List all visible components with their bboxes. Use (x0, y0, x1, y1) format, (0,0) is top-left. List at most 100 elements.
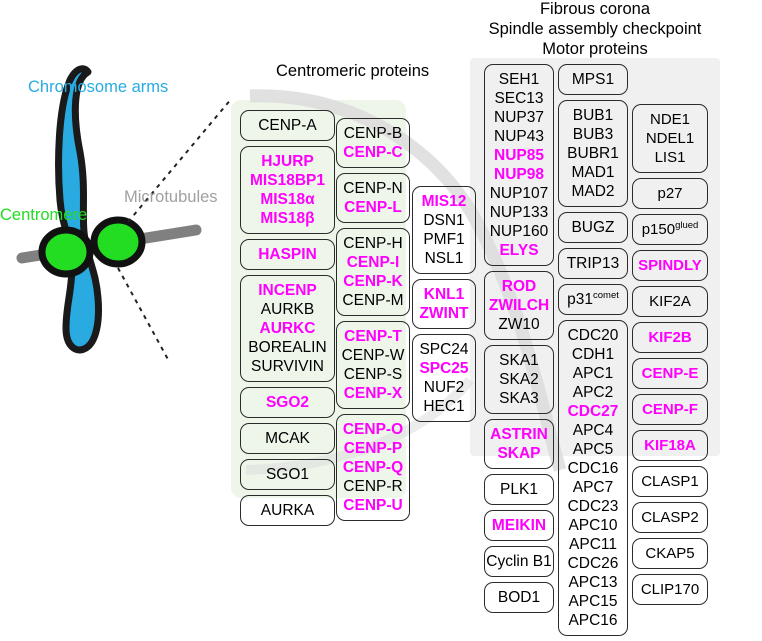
protein-label: ROD (501, 277, 537, 295)
protein-group-box[interactable]: p31comet (558, 284, 628, 315)
protein-group-box[interactable]: Cyclin B1 (484, 546, 554, 577)
protein-group-box[interactable]: BOD1 (484, 582, 554, 613)
protein-group-box[interactable]: TRIP13 (558, 248, 628, 279)
protein-label: CENP-W (341, 346, 405, 364)
protein-group-box[interactable]: PLK1 (484, 474, 554, 505)
protein-superscript: glued (675, 219, 699, 231)
protein-label: NUP160 (489, 222, 549, 240)
protein-group-box[interactable]: KIF2A (632, 286, 708, 317)
protein-label: NUP37 (494, 108, 544, 126)
protein-label: CDC16 (567, 459, 619, 477)
protein-label: SPC25 (419, 359, 469, 377)
protein-label: SGO2 (265, 393, 310, 411)
protein-group-box[interactable]: p27 (632, 178, 708, 209)
protein-label: SKA2 (499, 370, 539, 388)
protein-group-box[interactable]: KIF18A (632, 430, 708, 461)
protein-group-box[interactable]: SGO2 (240, 387, 335, 418)
protein-group-box[interactable]: SPINDLY (632, 250, 708, 281)
protein-label: CENP-P (343, 439, 403, 457)
protein-label: p27 (657, 184, 683, 202)
protein-label: HJURP (261, 152, 314, 170)
protein-label: SURVIVIN (251, 357, 324, 375)
protein-group-box[interactable]: CKAP5 (632, 538, 708, 569)
protein-label: MIS12 (421, 192, 467, 210)
protein-label: APC2 (572, 383, 614, 401)
protein-label: HASPIN (258, 245, 317, 263)
protein-label: SGO1 (265, 465, 310, 483)
protein-label: CENP-M (342, 291, 404, 309)
protein-label: NUP107 (489, 184, 549, 202)
protein-group-box[interactable]: MPS1 (558, 64, 628, 95)
chromosome-body (55, 65, 102, 354)
protein-label: CENP-E (641, 364, 699, 382)
protein-label: NUP85 (494, 146, 544, 164)
protein-group-box[interactable]: p150glued (632, 214, 708, 245)
protein-label: MCAK (265, 429, 310, 447)
protein-group-box[interactable]: BUGZ (558, 212, 628, 243)
protein-label: CENP-R (343, 477, 403, 495)
label-microtubules: Microtubules (124, 188, 218, 206)
protein-label: MIS18α (260, 190, 315, 208)
protein-label: KNL1 (423, 285, 465, 303)
protein-label: APC13 (568, 573, 618, 591)
protein-label: NUF2 (423, 378, 465, 396)
protein-label: ZW10 (498, 315, 540, 333)
protein-label: NDE1 (649, 110, 690, 128)
protein-group-box[interactable]: CLASP1 (632, 466, 708, 497)
protein-label: NUP133 (489, 203, 549, 221)
protein-group-box[interactable]: MEIKIN (484, 510, 554, 541)
protein-label: CENP-B (343, 124, 403, 142)
protein-label: PMF1 (423, 230, 465, 248)
protein-label: AURKA (260, 501, 315, 519)
protein-group-box[interactable]: HASPIN (240, 239, 335, 270)
protein-group-box[interactable]: MCAK (240, 423, 335, 454)
label-centromere: Centromere (0, 206, 88, 224)
header-spindle-assembly-checkpoint: Spindle assembly checkpoint (488, 20, 702, 38)
protein-group-box[interactable]: AURKA (240, 495, 335, 526)
protein-label: CENP-T (344, 327, 402, 345)
protein-label: SKA3 (499, 389, 539, 407)
protein-label: MAD1 (571, 163, 615, 181)
protein-group-box[interactable]: CENP-A (240, 110, 335, 141)
centromere-disc-right (90, 216, 146, 268)
protein-label: APC5 (572, 440, 614, 458)
protein-group-box[interactable]: CLIP170 (632, 574, 708, 605)
protein-label: NDEL1 (645, 129, 695, 147)
protein-label: SEC13 (494, 89, 544, 107)
protein-label: TRIP13 (566, 254, 620, 272)
protein-group-box[interactable]: KIF2B (632, 322, 708, 353)
protein-label: APC7 (572, 478, 614, 496)
protein-group-box[interactable]: CLASP2 (632, 502, 708, 533)
protein-group-box[interactable]: SGO1 (240, 459, 335, 490)
protein-label: KIF18A (644, 436, 696, 454)
protein-label: APC10 (568, 516, 618, 534)
protein-label: NUP98 (494, 165, 544, 183)
protein-label: SPC24 (419, 340, 469, 358)
protein-label: NUP43 (494, 127, 544, 145)
protein-label: MIS18BP1 (250, 171, 325, 189)
protein-label: APC16 (568, 611, 618, 629)
protein-label: KIF2A (649, 292, 691, 310)
protein-group-box[interactable]: CENP-E (632, 358, 708, 389)
protein-group-box[interactable]: CENP-F (632, 394, 708, 425)
protein-label: p150glued (641, 219, 699, 238)
